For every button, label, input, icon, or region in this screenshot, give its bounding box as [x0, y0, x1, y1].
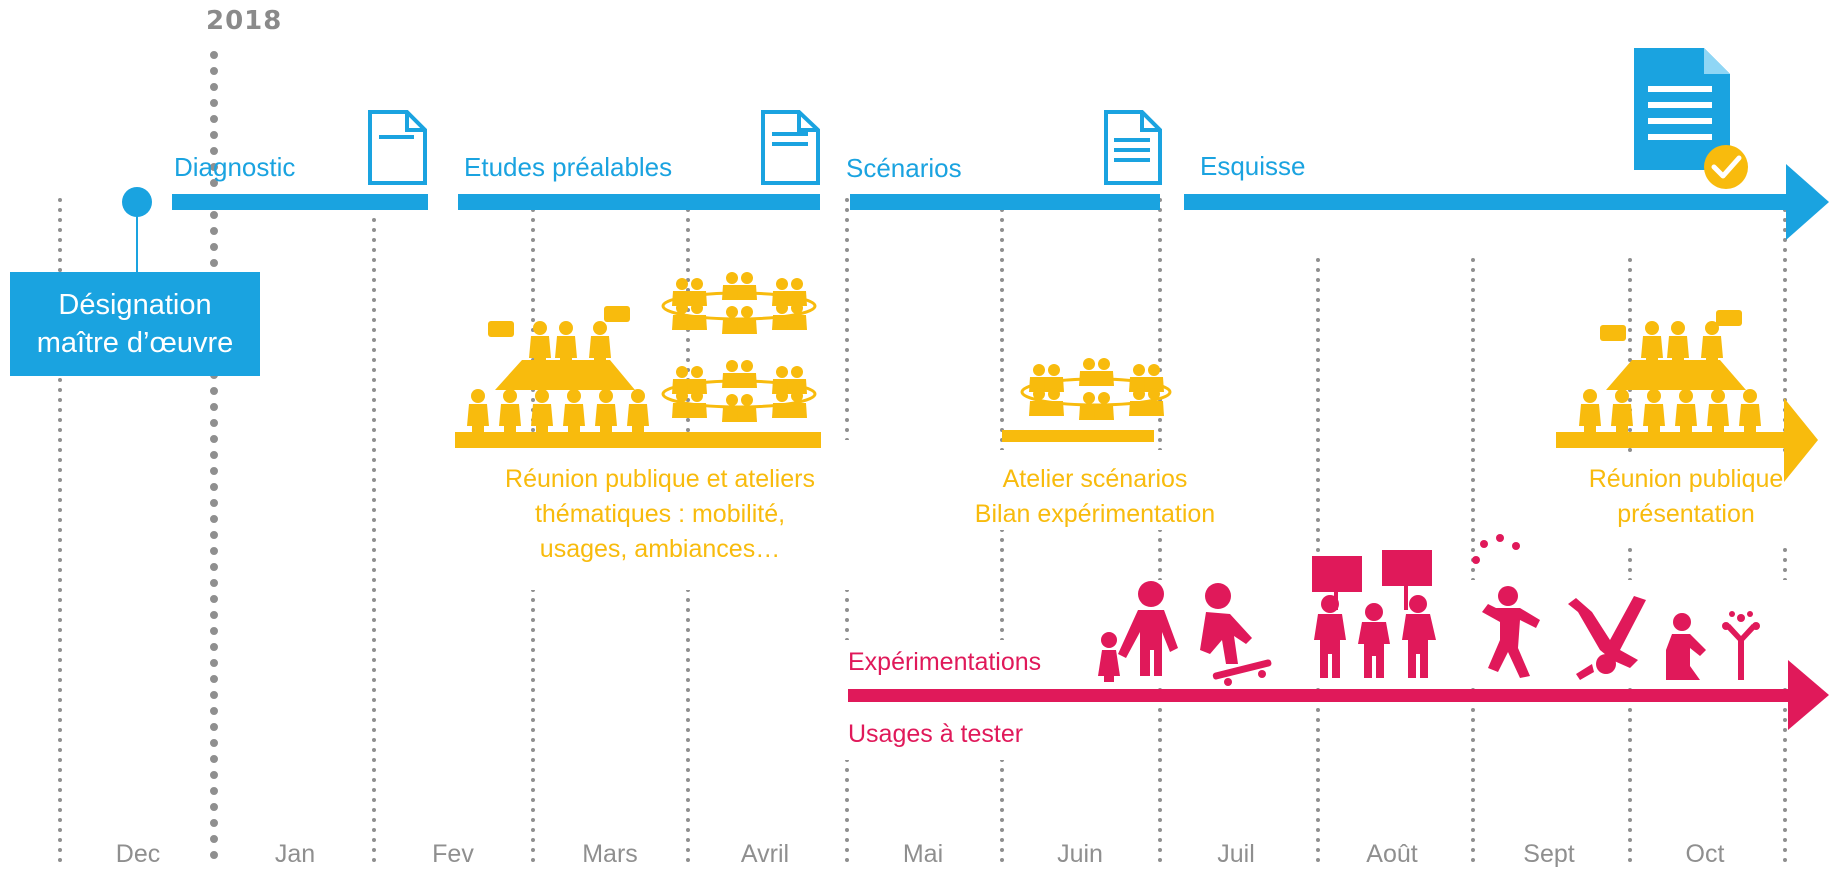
scenario-workshop-icon: [1002, 358, 1172, 442]
meeting1-line1: Réunion publique et ateliers: [505, 465, 815, 493]
meeting-presentation-label: Réunion publique présentation: [1548, 462, 1824, 532]
experimentations-label: Expérimentations: [848, 648, 1042, 676]
month-fev: Fev: [432, 840, 474, 868]
public-meeting-icon: [455, 306, 821, 448]
month-aout: Août: [1366, 840, 1418, 868]
meeting1-line2: thématiques : mobilité,: [534, 500, 786, 528]
month-oct: Oct: [1685, 840, 1725, 868]
month-juin: Juin: [1057, 840, 1103, 868]
bar-scenarios: [850, 194, 1160, 210]
meeting2-line2: Bilan expérimentation: [974, 500, 1216, 528]
gardening-icon: [1666, 611, 1760, 680]
usages-label: Usages à tester: [848, 720, 1024, 748]
month-dec: Dec: [115, 840, 161, 868]
meeting1-line3: usages, ambiances…: [539, 535, 781, 563]
month-juil: Juil: [1217, 840, 1255, 868]
phase-esquisse-label: Esquisse: [1200, 151, 1306, 181]
designation-line2: maître d’œuvre: [36, 327, 234, 359]
bar-esquisse: [1184, 194, 1790, 210]
month-jan: Jan: [274, 840, 316, 868]
workshop-icon: [661, 272, 817, 422]
meeting2-line1: Atelier scénarios: [1002, 465, 1188, 493]
month-mars: Mars: [582, 840, 638, 868]
bar-experimentations: [848, 689, 1790, 702]
month-mai: Mai: [902, 840, 944, 868]
designation-line1: Désignation: [58, 289, 212, 321]
meeting-scenario-label: Atelier scénarios Bilan expérimentation: [940, 462, 1250, 532]
month-avril: Avril: [740, 840, 790, 868]
meeting-public-workshops-label: Réunion publique et ateliers thématiques…: [470, 462, 850, 567]
breakdance-icon: [1568, 596, 1646, 680]
document-check-icon: [1634, 48, 1748, 189]
year-label: 2018: [206, 6, 283, 36]
arrow-experimentations: [1788, 660, 1829, 730]
month-sept: Sept: [1523, 840, 1575, 868]
document-icon-scenarios: [1104, 110, 1162, 185]
meeting3-line2: présentation: [1617, 500, 1755, 528]
designation-box: Désignation maître d’œuvre: [10, 272, 260, 376]
document-icon-etudes: [761, 110, 820, 185]
designation-dot: [122, 187, 152, 217]
phase-etudes-label: Etudes préalables: [464, 152, 673, 182]
protest-icon: [1312, 550, 1436, 678]
meeting3-line1: Réunion publique: [1588, 465, 1784, 493]
juggler-icon: [1472, 534, 1540, 678]
bar-diagnostic: [172, 194, 428, 210]
arrow-esquisse: [1786, 164, 1829, 240]
document-icon-diagnostic: [368, 110, 427, 185]
bar-etudes: [458, 194, 820, 210]
phase-diagnostic-label: Diagnostic: [174, 152, 296, 182]
phase-scenarios-label: Scénarios: [846, 153, 962, 183]
family-icon: [1098, 581, 1178, 682]
skateboard-icon: [1200, 583, 1272, 686]
public-presentation-icon: [1556, 310, 1818, 482]
